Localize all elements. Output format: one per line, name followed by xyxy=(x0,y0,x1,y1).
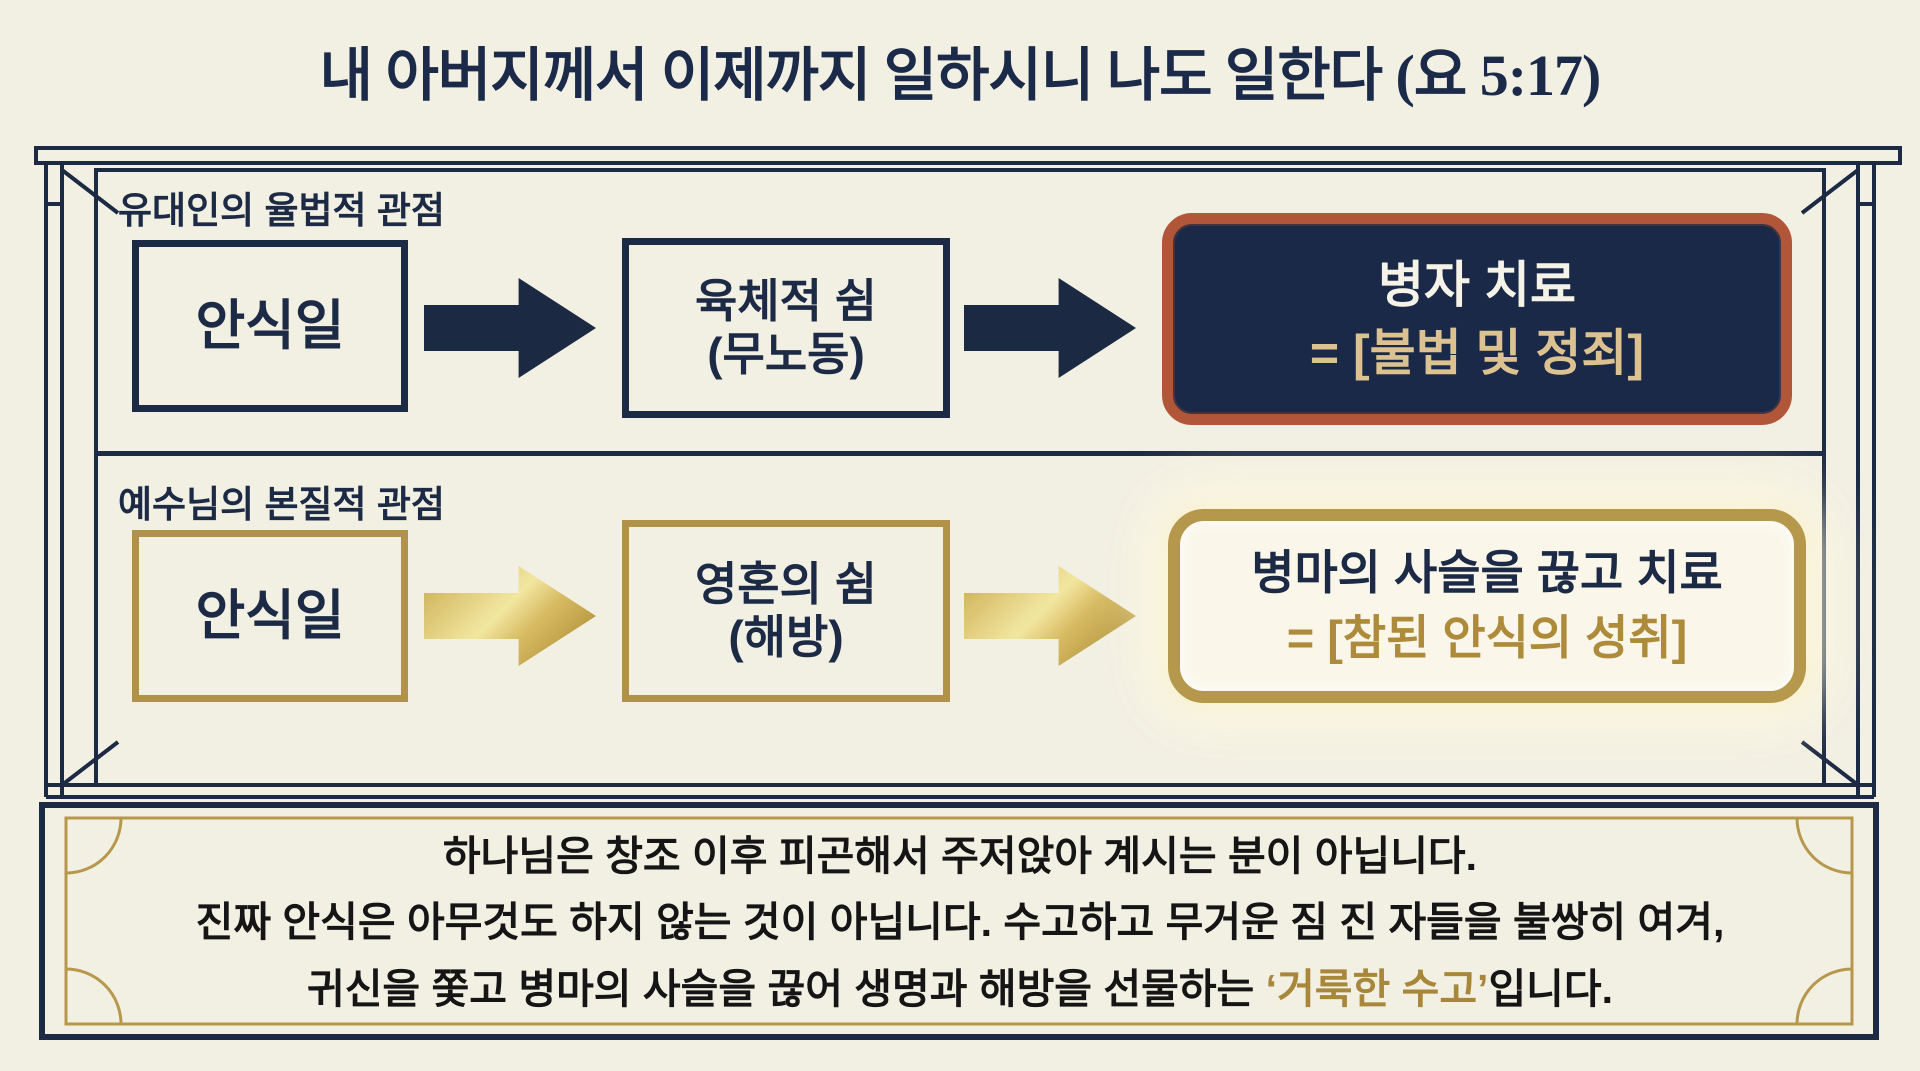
arrow-right-icon xyxy=(964,278,1136,378)
row1-rest-line1: 육체적 쉼 xyxy=(694,274,878,327)
row2-result-line2: = [참된 안식의 성취] xyxy=(1286,611,1688,664)
row2-result-line1: 병마의 사슬을 끊고 치료 xyxy=(1251,546,1723,600)
row1-label: 유대인의 율법적 관점 xyxy=(118,190,445,231)
row2-rest-line1: 영혼의 쉼 xyxy=(694,557,878,610)
footer-line3: 귀신을 쫓고 병마의 사슬을 끊어 생명과 해방을 선물하는 ‘거룩한 수고’입… xyxy=(307,965,1613,1014)
page-title: 내 아버지께서 이제까지 일하시니 나도 일한다 (요 5:17) xyxy=(319,43,1602,108)
footer-line3-highlight: ‘거룩한 수고’ xyxy=(1265,965,1489,1012)
arrow-right-icon xyxy=(964,566,1136,666)
row2-sabbath-box: 안식일 xyxy=(132,530,408,702)
footer-line3-post: 입니다. xyxy=(1488,965,1614,1012)
row1-rest-box: 육체적 쉼 (무노동) xyxy=(622,238,950,418)
footer-line3-pre: 귀신을 쫓고 병마의 사슬을 끊어 생명과 해방을 선물하는 xyxy=(306,965,1266,1012)
row1-rest-line2: (무노동) xyxy=(707,328,865,380)
row2-label: 예수님의 본질적 관점 xyxy=(118,484,445,525)
footer-line1: 하나님은 창조 이후 피곤해서 주저앉아 계시는 분이 아닙니다. xyxy=(442,833,1478,880)
row2-rest-line2: (해방) xyxy=(728,611,844,663)
row1-result-box: 병자 치료 = [불법 및 정죄] xyxy=(1162,213,1792,425)
footer-panel: 하나님은 창조 이후 피곤해서 주저앉아 계시는 분이 아닙니다. 진짜 안식은… xyxy=(90,828,1830,1018)
row2-sabbath-text: 안식일 xyxy=(195,585,345,646)
row1-sabbath-text: 안식일 xyxy=(195,295,345,356)
row1-result-line1: 병자 치료 xyxy=(1378,256,1576,313)
row2-rest-box: 영혼의 쉼 (해방) xyxy=(622,520,950,702)
arrow-right-icon xyxy=(424,278,596,378)
arrow-right-icon xyxy=(424,566,596,666)
footer-line2: 진짜 안식은 아무것도 하지 않는 것이 아닙니다. 수고하고 무거운 짐 진 … xyxy=(195,899,1725,946)
row-divider xyxy=(96,451,1824,456)
row2-result-box: 병마의 사슬을 끊고 치료 = [참된 안식의 성취] xyxy=(1168,509,1806,703)
row1-sabbath-box: 안식일 xyxy=(132,240,408,412)
row1-result-line2: = [불법 및 정죄] xyxy=(1309,325,1645,381)
